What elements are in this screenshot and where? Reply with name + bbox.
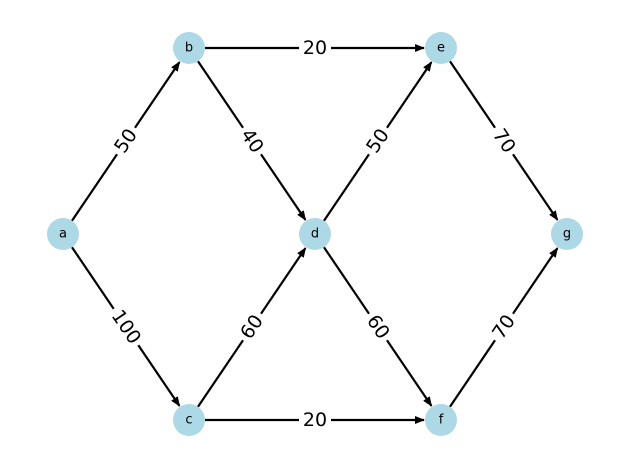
edge-b-d: 40 xyxy=(197,60,307,221)
nodes-layer: a b c d e f g xyxy=(47,32,583,436)
edge-weight-bg xyxy=(299,407,331,433)
edge-weight-bg xyxy=(106,120,146,162)
edge-weight-label: 20 xyxy=(303,409,327,431)
edge-d-e: 50 xyxy=(323,61,433,222)
edge-weight-label: 20 xyxy=(303,37,327,59)
edge-weight-bg xyxy=(299,35,331,61)
node-label-f: f xyxy=(439,413,444,428)
node-d: d xyxy=(299,218,331,250)
edge-weight-f-g: 70 xyxy=(484,306,524,348)
edge-d-f: 60 xyxy=(323,246,433,407)
node-circle-e xyxy=(425,32,457,64)
node-circle-b xyxy=(173,32,205,64)
edge-c-f: 20 xyxy=(205,407,425,433)
edge-weight-b-e: 20 xyxy=(299,35,331,61)
edge-weight-bg xyxy=(484,306,524,348)
node-a: a xyxy=(47,218,79,250)
edge-weight-e-g: 70 xyxy=(484,120,524,162)
edge-weight-bg xyxy=(358,120,398,162)
edge-weight-bg xyxy=(232,120,272,162)
edge-weight-d-e: 50 xyxy=(358,120,398,162)
edge-f-g: 70 xyxy=(449,247,559,408)
edge-weight-bg xyxy=(484,120,524,162)
edge-weight-bg xyxy=(232,306,272,348)
node-circle-g xyxy=(551,218,583,250)
edge-b-e: 20 xyxy=(205,35,425,61)
node-label-d: d xyxy=(311,227,319,242)
edge-weight-c-f: 20 xyxy=(299,407,331,433)
edge-a-c: 100 xyxy=(71,246,181,407)
edge-c-d: 60 xyxy=(197,247,307,408)
edge-weight-a-b: 50 xyxy=(106,120,146,162)
node-label-c: c xyxy=(185,413,192,428)
edge-e-g: 70 xyxy=(449,60,559,221)
edge-weight-c-d: 60 xyxy=(232,306,272,348)
node-e: e xyxy=(425,32,457,64)
edge-weight-bg xyxy=(102,301,150,353)
node-b: b xyxy=(173,32,205,64)
node-c: c xyxy=(173,404,205,436)
node-circle-f xyxy=(425,404,457,436)
node-label-b: b xyxy=(185,41,193,56)
edge-weight-a-c: 100 xyxy=(102,301,150,353)
node-f: f xyxy=(425,404,457,436)
edge-weight-bg xyxy=(358,306,398,348)
node-circle-d xyxy=(299,218,331,250)
node-circle-a xyxy=(47,218,79,250)
edge-a-b: 50 xyxy=(71,61,181,222)
node-circle-c xyxy=(173,404,205,436)
node-label-e: e xyxy=(437,41,445,56)
node-label-g: g xyxy=(563,227,571,242)
node-label-a: a xyxy=(59,227,67,242)
edge-weight-b-d: 40 xyxy=(232,120,272,162)
node-g: g xyxy=(551,218,583,250)
edge-weight-d-f: 60 xyxy=(358,306,398,348)
